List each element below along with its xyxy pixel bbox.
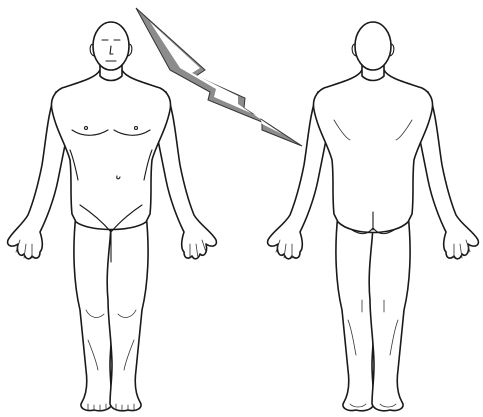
back-right-leg: [369, 214, 410, 411]
front-torso: [51, 70, 170, 230]
front-body-figure: [8, 22, 217, 411]
back-torso: [313, 70, 432, 233]
front-right-leg: [107, 214, 148, 411]
back-head: [355, 22, 391, 70]
back-body-figure: [268, 22, 479, 411]
